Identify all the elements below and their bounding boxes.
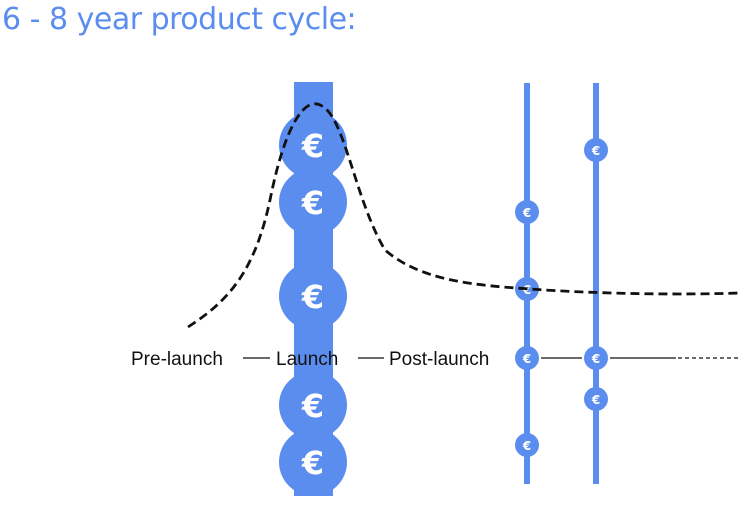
svg-text:€: € (301, 278, 324, 316)
svg-text:€: € (301, 444, 324, 482)
euro-coin-icon: € (515, 346, 539, 370)
euro-coin-icon: € (584, 387, 608, 411)
euro-coin-icon: € (584, 346, 608, 370)
svg-text:€: € (301, 184, 324, 222)
svg-text:€: € (591, 144, 600, 158)
post-launch-line-2 (593, 83, 599, 484)
svg-text:€: € (522, 352, 531, 366)
euro-coin-icon: € (279, 262, 347, 330)
svg-text:€: € (591, 352, 600, 366)
diagram-title: 6 - 8 year product cycle: (2, 2, 357, 37)
revenue-curve (187, 102, 741, 329)
svg-text:€: € (522, 206, 531, 220)
stage-label-post-launch: Post-launch (389, 349, 489, 370)
stage-label-launch: Launch (276, 349, 338, 370)
euro-coin-icon: € (279, 168, 347, 236)
svg-text:€: € (301, 387, 324, 425)
euro-coin-icon: € (515, 200, 539, 224)
euro-coin-icon: € (279, 111, 347, 179)
euro-coin-icon: € (279, 371, 347, 439)
euro-coin-icon: € (515, 433, 539, 457)
svg-text:€: € (591, 393, 600, 407)
stage-label-pre-launch: Pre-launch (131, 349, 223, 370)
euro-coin-icon: € (279, 428, 347, 496)
svg-text:€: € (301, 127, 324, 165)
euro-coin-icon: € (584, 138, 608, 162)
svg-text:€: € (522, 439, 531, 453)
